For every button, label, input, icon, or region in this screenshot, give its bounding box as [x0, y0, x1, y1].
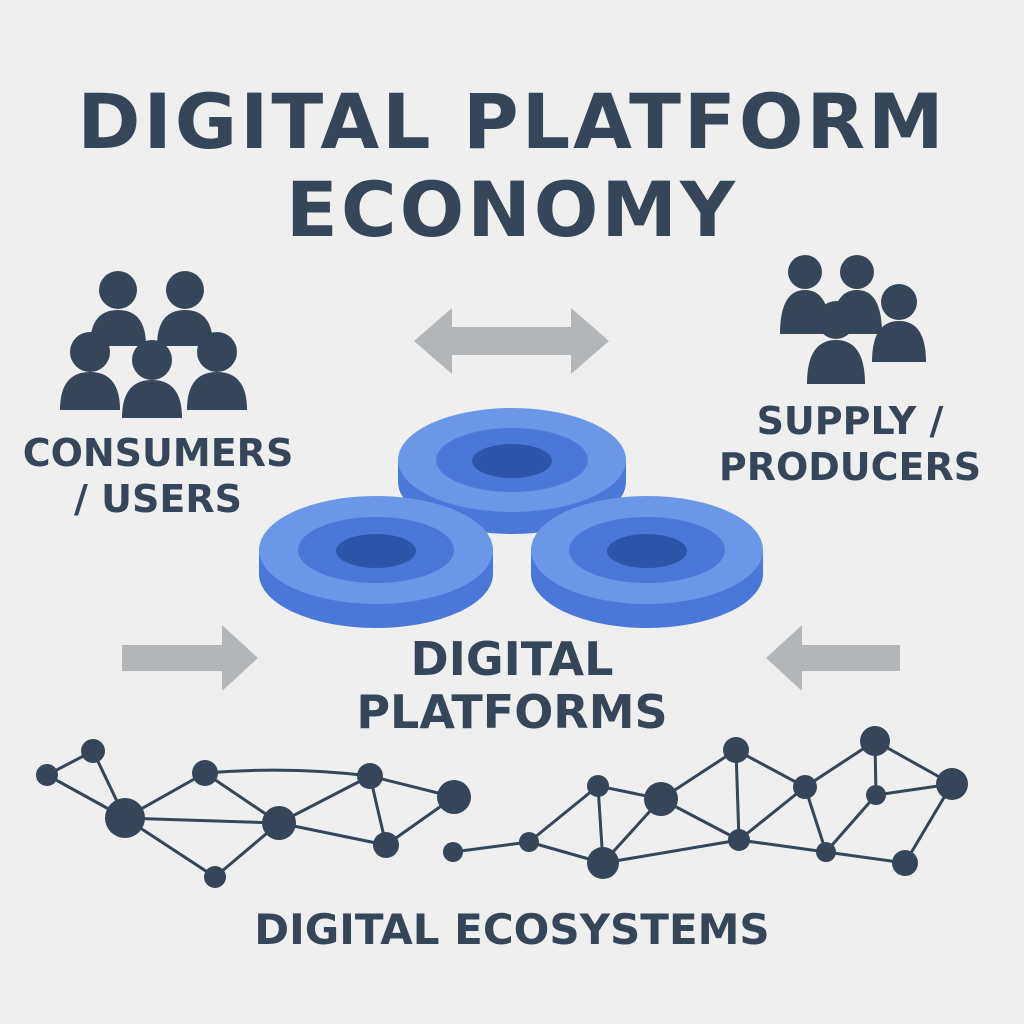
- producers-label-line-1: SUPPLY /: [756, 399, 944, 443]
- producers-people-icon: [780, 255, 926, 384]
- consumers-label-line-1: CONSUMERS: [22, 431, 294, 475]
- title-line-1: DIGITAL PLATFORM: [77, 77, 947, 166]
- producers-label-line-2: PRODUCERS: [718, 445, 982, 490]
- consumers-label-line-2: / USERS: [74, 477, 242, 522]
- right-arrow-icon: [122, 625, 258, 691]
- platform-discs-icon: [259, 408, 763, 628]
- consumers-label: CONSUMERS / USERS: [18, 430, 298, 523]
- person-icon: [872, 284, 926, 362]
- platforms-label-line-1: DIGITAL: [410, 632, 614, 686]
- person-icon: [60, 332, 120, 410]
- left-arrow-icon: [766, 625, 900, 691]
- producers-label: SUPPLY / PRODUCERS: [700, 398, 1000, 491]
- disc-icon: [531, 496, 763, 628]
- network-graph-icon: [36, 726, 968, 888]
- person-icon: [157, 271, 213, 346]
- person-icon: [122, 340, 182, 418]
- platforms-label: DIGITAL PLATFORMS: [312, 633, 712, 739]
- disc-icon: [259, 496, 493, 628]
- network-nodes: [36, 726, 968, 888]
- person-icon: [90, 271, 146, 346]
- person-icon: [780, 255, 830, 334]
- person-icon: [807, 301, 865, 384]
- double-arrow-icon: [414, 308, 609, 374]
- title-line-2: ECONOMY: [285, 165, 739, 254]
- platforms-label-line-2: PLATFORMS: [356, 684, 668, 739]
- person-icon: [187, 332, 247, 410]
- ecosystems-label: DIGITAL ECOSYSTEMS: [254, 905, 770, 954]
- network-edges: [46, 739, 954, 879]
- consumers-people-icon: [60, 271, 247, 418]
